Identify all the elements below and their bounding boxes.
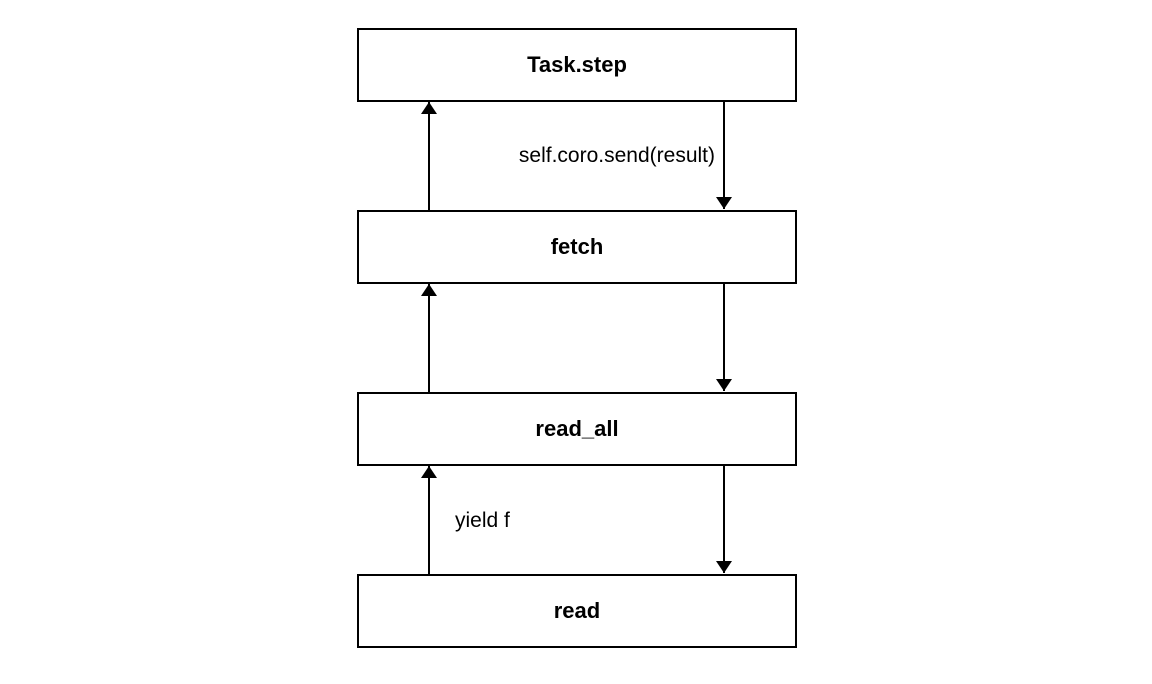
edge-label-yield-f: yield f xyxy=(455,509,510,532)
edge-label-coro-send: self.coro.send(result) xyxy=(519,144,715,167)
node-fetch: fetch xyxy=(357,210,797,284)
node-read-all-label: read_all xyxy=(535,416,618,441)
node-read-label: read xyxy=(554,598,600,623)
node-task-step-label: Task.step xyxy=(527,52,627,77)
node-read-all: read_all xyxy=(357,392,797,466)
node-fetch-label: fetch xyxy=(551,234,604,259)
node-read: read xyxy=(357,574,797,648)
node-task-step: Task.step xyxy=(357,28,797,102)
